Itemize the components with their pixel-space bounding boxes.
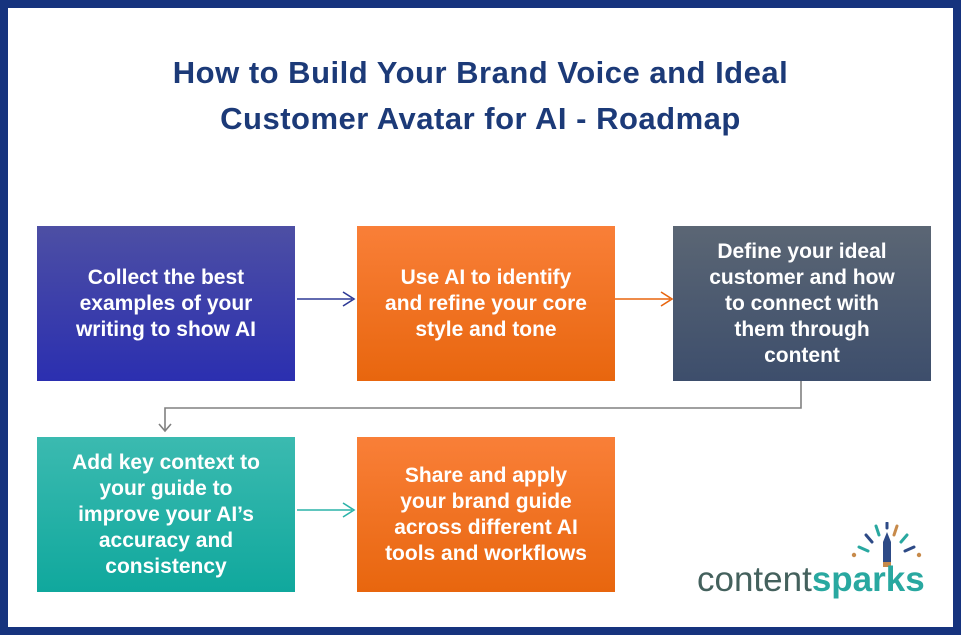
step-box-4: Add key context to your guide to improve… (37, 437, 295, 592)
step-1-text: Collect the best examples of your writin… (75, 265, 257, 341)
step-3-text: Define your ideal customer and how to co… (709, 239, 895, 367)
arrow-step1-to-step2-icon (297, 291, 356, 307)
arrow-step2-to-step3-icon (615, 291, 674, 307)
arrow-step4-to-step5-icon (297, 502, 356, 518)
step-box-3: Define your ideal customer and how to co… (673, 226, 931, 381)
elbow-connector-step3-to-step4-icon (158, 381, 802, 433)
logo-text-sparks: sparks (811, 560, 925, 599)
contentsparks-logo: contentsparks (697, 522, 953, 606)
step-box-2: Use AI to identify and refine your core … (357, 226, 615, 381)
logo-text-content: content (697, 560, 812, 599)
spark-burst-pencil-icon (851, 522, 922, 567)
step-5-text: Share and apply your brand guide across … (385, 463, 587, 565)
logo-wordmark: contentsparks (697, 560, 953, 600)
step-box-1: Collect the best examples of your writin… (37, 226, 295, 381)
page-title: How to Build Your Brand Voice and Ideal … (172, 55, 789, 136)
step-4-text: Add key context to your guide to improve… (72, 450, 260, 578)
step-box-5: Share and apply your brand guide across … (357, 437, 615, 592)
step-2-text: Use AI to identify and refine your core … (385, 265, 587, 341)
